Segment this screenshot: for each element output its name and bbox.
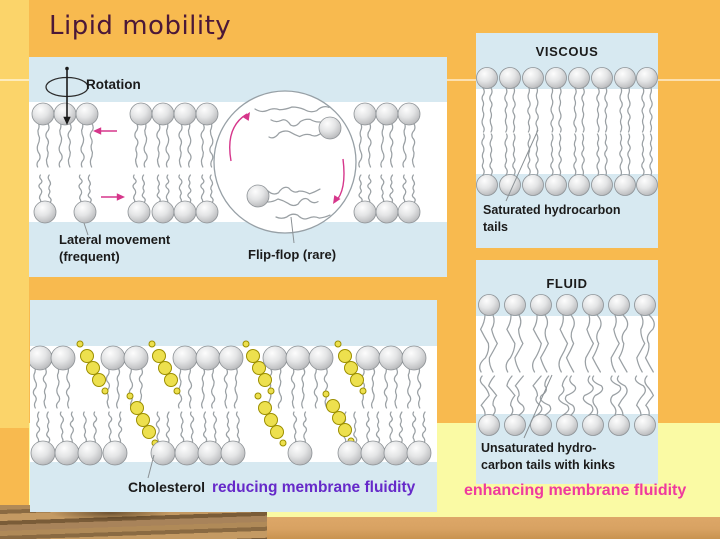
cholesterol-molecule: [350, 373, 364, 387]
cholesterol-molecule: [126, 392, 134, 400]
cholesterol-molecule: [152, 349, 166, 363]
flip-flop-pointer-line: [290, 216, 295, 244]
cholesterol-molecule: [359, 387, 367, 395]
cholesterol-molecule: [148, 340, 156, 348]
cholesterol-caption-row: Cholesterol reducing membrane fluidity: [128, 479, 415, 497]
lateral-movement-label: Lateral movement (frequent): [59, 231, 170, 265]
cholesterol-molecule: [101, 387, 109, 395]
cholesterol-molecule: [173, 387, 181, 395]
unsaturated-tails-line2: carbon tails with kinks: [481, 458, 616, 472]
cholesterol-molecule: [92, 373, 106, 387]
flip-flop-label: Flip-flop (rare): [248, 247, 337, 262]
cholesterol-molecule: [136, 413, 150, 427]
cholesterol-molecule: [270, 425, 284, 439]
lateral-arrow-right-head-icon: [116, 193, 125, 201]
cholesterol-molecule: [242, 340, 250, 348]
cholesterol-molecule: [326, 399, 340, 413]
cholesterol-molecule: [267, 387, 275, 395]
cholesterol-molecule: [164, 373, 178, 387]
cholesterol-molecule: [279, 439, 287, 447]
saturated-pointer-line: [505, 129, 539, 202]
cholesterol-molecule: [322, 390, 330, 398]
rotation-arrow-head-icon: [63, 116, 71, 125]
saturated-tails-caption: Saturated hydrocarbon tails: [483, 202, 621, 236]
cholesterol-molecule: [264, 413, 278, 427]
slide-title: Lipid mobility: [49, 11, 232, 41]
viscous-title: VISCOUS: [535, 44, 599, 59]
cholesterol-molecule: [334, 340, 342, 348]
slide-side-strip: [0, 0, 29, 428]
cholesterol-molecule: [258, 373, 272, 387]
unsaturated-pointer-line: [523, 374, 553, 439]
lateral-pointer-line: [83, 222, 89, 236]
cholesterol-molecule: [338, 349, 352, 363]
reducing-fluidity-label: reducing membrane fluidity: [212, 479, 416, 496]
saturated-tails-line2: tails: [483, 220, 509, 234]
cholesterol-molecule: [76, 340, 84, 348]
cholesterol-molecule: [246, 349, 260, 363]
cholesterol-molecule: [158, 361, 172, 375]
flip-flop-arrow-up-head-icon: [242, 112, 250, 121]
cholesterol-molecule: [130, 401, 144, 415]
unsaturated-tails-line1: Unsaturated hydro-: [481, 441, 597, 455]
lateral-movement-line2: (frequent): [59, 249, 120, 264]
unsaturated-tails-caption: Unsaturated hydro- carbon tails with kin…: [481, 440, 615, 474]
fluid-panel: [476, 260, 658, 484]
enhancing-fluidity-label: enhancing membrane fluidity: [464, 482, 687, 499]
cholesterol-molecule: [142, 425, 156, 439]
saturated-tails-line1: Saturated hydrocarbon: [483, 203, 621, 217]
cholesterol-membrane-illustration: [30, 340, 437, 479]
cholesterol-molecule: [258, 401, 272, 415]
fluid-membrane-illustration: [476, 294, 658, 439]
cholesterol-molecule: [80, 349, 94, 363]
cholesterol-molecule: [344, 361, 358, 375]
cholesterol-molecule: [332, 411, 346, 425]
lateral-arrow-left-head-icon: [93, 127, 102, 135]
fluid-title: FLUID: [546, 276, 588, 291]
mobility-panel: [29, 57, 447, 277]
cholesterol-pointer-line: [147, 454, 155, 479]
mobility-membrane-illustration: [29, 66, 447, 244]
cholesterol-molecule: [86, 361, 100, 375]
viscous-panel: [476, 33, 658, 248]
cholesterol-molecule: [252, 361, 266, 375]
cholesterol-panel: [30, 300, 437, 512]
cholesterol-molecule: [338, 423, 352, 437]
rotation-label: Rotation: [86, 77, 141, 92]
cholesterol-molecule: [254, 392, 262, 400]
cholesterol-label: Cholesterol: [128, 479, 206, 495]
viscous-membrane-illustration: [476, 67, 658, 202]
lateral-movement-line1: Lateral movement: [59, 232, 171, 247]
flip-flop-arrow-down-head-icon: [333, 195, 341, 204]
flip-flop-circle: [213, 90, 357, 234]
